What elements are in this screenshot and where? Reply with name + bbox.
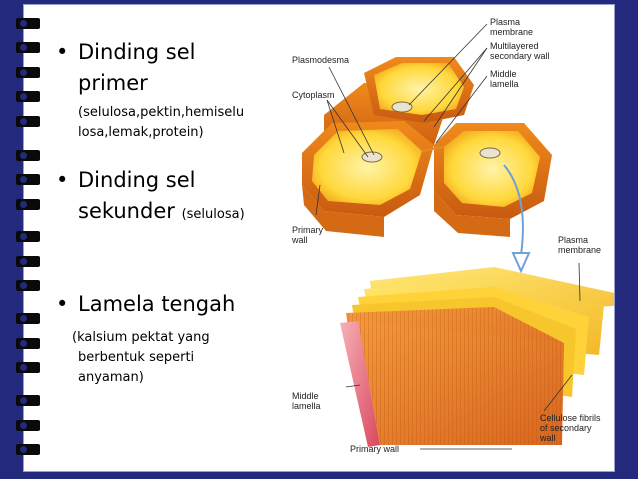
label-cytoplasm: Cytoplasm (292, 90, 335, 100)
slide: •Dinding sel primer (selulosa,pektin,hem… (23, 4, 615, 472)
label-plasmodesma: Plasmodesma (292, 55, 349, 65)
label-primary-wall-bottom: Primary wall (350, 444, 399, 454)
